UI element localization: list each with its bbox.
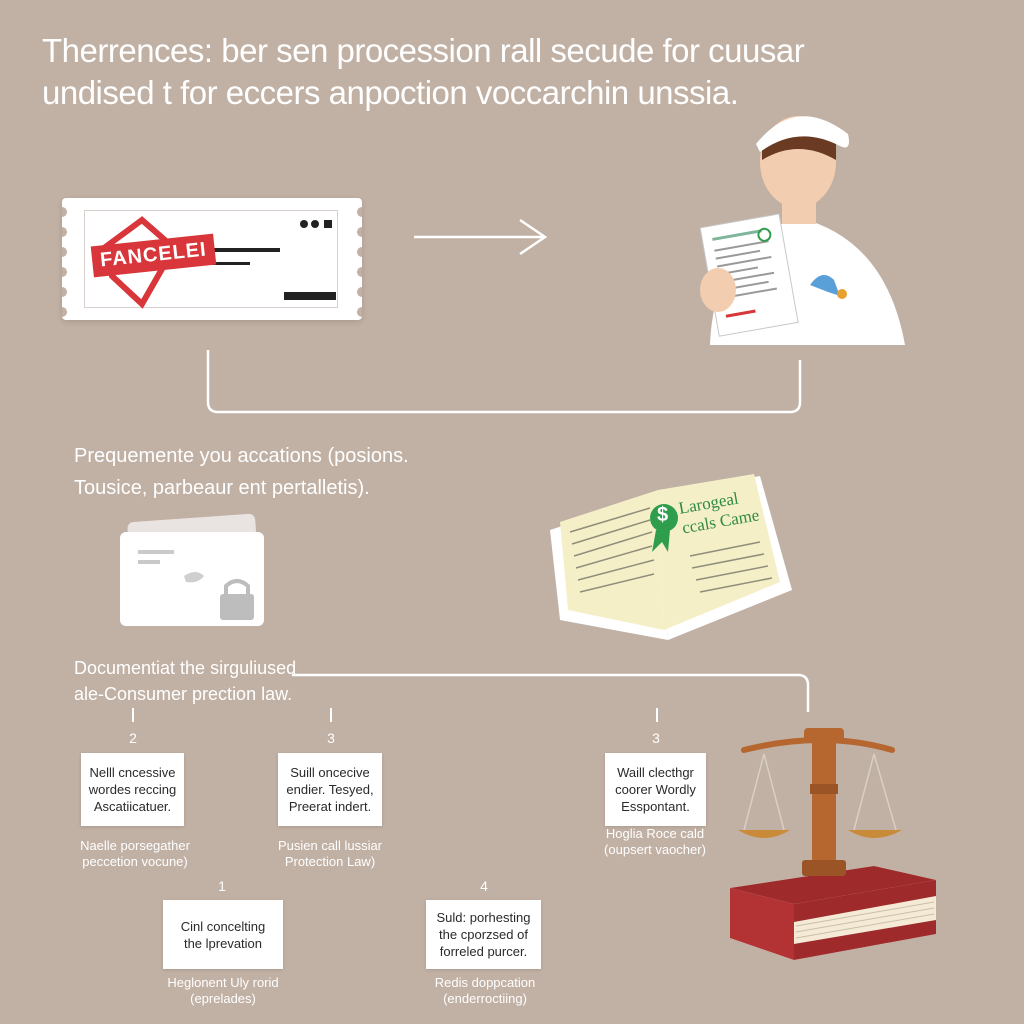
- step-box-line: the lprevation: [183, 935, 263, 951]
- document-text-line-2: ale-Consumer prection law.: [74, 684, 293, 704]
- secure-card-icon: [120, 513, 264, 626]
- arrow-icon: [414, 218, 548, 256]
- step-box-line: the cporzsed of: [439, 927, 528, 942]
- step-number: 1: [218, 878, 226, 894]
- open-book-icon: [550, 474, 792, 640]
- book-badge-symbol: $: [657, 504, 669, 526]
- step-caption-line: Hoglia Roce cald: [605, 826, 705, 841]
- lock-icon: [220, 594, 254, 620]
- step-caption-line: Protection Law): [284, 854, 376, 869]
- title-line-1: Therrences: ber sen procession rall secu…: [42, 32, 805, 69]
- step-box-line: Cinl concelting: [180, 918, 266, 934]
- step-box-line: wordes reccing: [88, 782, 177, 797]
- person-with-document-icon: [699, 116, 905, 345]
- step-caption: Redis doppcation (enderroctiing): [405, 975, 565, 1007]
- step-caption: Pusien call lussiar Protection Law): [250, 838, 410, 870]
- section-text: Prequemente you accations (posions. Tous…: [74, 440, 494, 504]
- step-caption-line: Redis doppcation: [434, 975, 536, 990]
- step-box-line: Nelll cncessive: [89, 765, 176, 780]
- step-box-line: endier. Tesyed,: [286, 782, 374, 797]
- step-caption-line: peccetion vocune): [82, 854, 188, 869]
- step-box: Nelll cncessive wordes reccing Ascatiica…: [81, 753, 184, 826]
- step-box-line: Suill oncecive: [290, 765, 370, 780]
- step-box-line: Esspontant.: [621, 799, 690, 814]
- step-caption-line: Pusien call lussiar: [277, 838, 383, 853]
- step-number: 3: [652, 730, 660, 746]
- dollar-badge-icon: [650, 504, 678, 532]
- step-box-line: forreled purcer.: [439, 944, 528, 959]
- step-caption-line: (oupsert vaocher): [604, 842, 706, 857]
- step-box: Suill oncecive endier. Tesyed, Preerat i…: [278, 753, 382, 826]
- top-bracket-line: [206, 350, 802, 414]
- step-caption: Hoglia Roce cald (oupsert vaocher): [580, 826, 730, 858]
- step-caption-line: Naelle porsegather: [80, 838, 190, 853]
- scales-of-justice-icon: [730, 728, 936, 960]
- ticket-border: [84, 210, 338, 308]
- step-box-line: Suld: porhesting: [436, 910, 531, 925]
- step-box-line: Ascatiicatuer.: [93, 799, 172, 814]
- section-text-line-1: Prequemente you accations (posions.: [74, 445, 409, 467]
- document-connector-line: [292, 673, 810, 712]
- title-line-2: undised t for eccers anpoction voccarchi…: [42, 74, 739, 111]
- step-caption-line: Heglonent Uly rorid: [167, 975, 279, 990]
- step-box: Cinl concelting the lprevation: [163, 900, 283, 969]
- diagram-title: Therrences: ber sen procession rall secu…: [42, 30, 1002, 114]
- document-text: Documentiat the sirguliused ale-Consumer…: [74, 655, 374, 707]
- step-caption: Heglonent Uly rorid (eprelades): [138, 975, 308, 1007]
- step-caption-line: (eprelades): [190, 991, 256, 1006]
- step-box-line: Waill clecthgr: [617, 765, 694, 780]
- step-caption-line: (enderroctiing): [443, 991, 527, 1006]
- step-number: 4: [480, 878, 488, 894]
- step-box-line: Preerat indert.: [288, 799, 372, 814]
- step-caption: Naelle porsegather peccetion vocune): [50, 838, 220, 870]
- step-box: Suld: porhesting the cporzsed of forrele…: [426, 900, 541, 969]
- step-number: 2: [129, 730, 137, 746]
- section-text-line-2: Tousice, parbeaur ent pertalletis).: [74, 477, 370, 499]
- document-text-line-1: Documentiat the sirguliused: [74, 658, 297, 678]
- step-number: 3: [327, 730, 335, 746]
- step-box-line: coorer Wordly: [615, 782, 696, 797]
- step-box: Waill clecthgr coorer Wordly Esspontant.: [605, 753, 706, 826]
